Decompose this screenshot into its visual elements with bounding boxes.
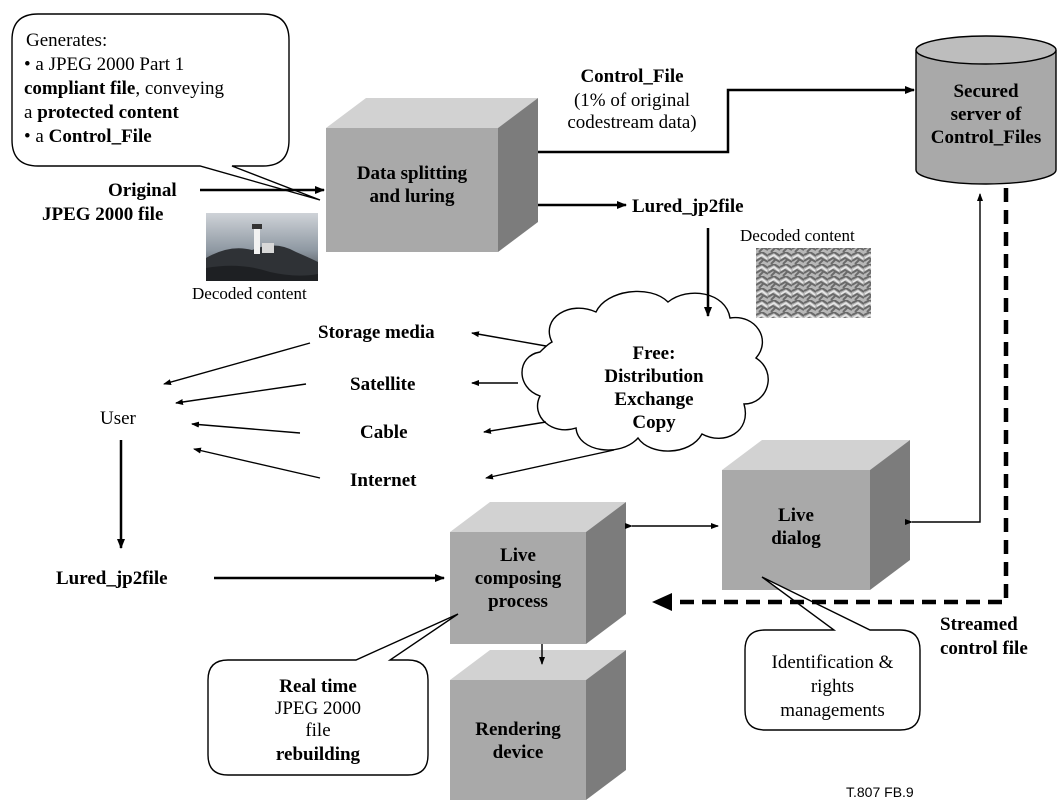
live-composing-box xyxy=(450,502,626,644)
streamed-label-2: control file xyxy=(940,638,1028,659)
streamed-label-1: Streamed xyxy=(940,614,1018,635)
rights-callout xyxy=(744,576,921,731)
rebuilding-callout xyxy=(207,613,459,776)
arrow-cloud-to-internet xyxy=(485,449,615,480)
streamed-control-dashed xyxy=(652,188,1009,611)
arrow-cloud-to-storage xyxy=(471,331,547,347)
control-file-note-1: (1% of original xyxy=(573,90,691,111)
rebuild-callout-text-3: file xyxy=(305,720,331,741)
distribution-cloud xyxy=(521,290,769,452)
lured-decoded-caption: Decoded content xyxy=(740,226,855,245)
flow-arrows xyxy=(117,86,1009,665)
arrow-control-file-to-server xyxy=(538,86,915,154)
arrow-storage-to-user xyxy=(163,342,311,385)
callout-line-control: • a Control_File xyxy=(24,126,152,147)
channel-cable: Cable xyxy=(360,422,408,443)
arrow-cable-to-user xyxy=(191,421,301,434)
data-splitting-box xyxy=(326,98,538,252)
rights-callout-text-1: Identification & xyxy=(771,652,894,673)
callout-line-part1: • a JPEG 2000 Part 1 xyxy=(24,54,185,75)
lured-decoded-image xyxy=(756,248,871,318)
channel-internet: Internet xyxy=(350,470,417,491)
original-decoded-caption: Decoded content xyxy=(192,284,307,303)
lured-jp2file-bottom: Lured_jp2file xyxy=(56,568,168,589)
lured-jp2file-top: Lured_jp2file xyxy=(632,196,744,217)
channel-satellite: Satellite xyxy=(350,374,416,395)
rebuild-callout-text-4: rebuilding xyxy=(275,744,361,765)
rebuild-callout-text-1: Real time xyxy=(279,676,357,697)
secured-server-cylinder xyxy=(915,35,1057,185)
original-decoded-image xyxy=(206,213,318,281)
rights-callout-text-2: rights xyxy=(810,676,855,697)
arrow-internet-to-user xyxy=(193,447,321,479)
callout-heading: Generates: xyxy=(26,30,108,51)
rebuild-callout-text-2: JPEG 2000 xyxy=(274,698,362,719)
arrow-dialog-server xyxy=(905,193,983,525)
callout-line-compliant: compliant file, conveying xyxy=(24,78,225,99)
callout-line-protected: a protected content xyxy=(24,102,179,123)
rendering-device-box xyxy=(450,650,626,800)
arrow-satellite-to-user xyxy=(175,383,307,405)
user-label: User xyxy=(100,408,136,429)
rights-callout-text-3: managements xyxy=(780,700,885,721)
original-label-1: Original xyxy=(108,180,177,201)
figure-id: T.807 FB.9 xyxy=(846,784,914,800)
arrow-cloud-to-cable xyxy=(483,421,547,434)
control-file-label: Control_File xyxy=(580,66,684,87)
channel-storage-media: Storage media xyxy=(318,322,435,343)
generates-callout xyxy=(11,13,321,201)
live-dialog-box xyxy=(722,440,910,590)
control-file-note-2: codestream data) xyxy=(567,112,697,133)
original-label-2: JPEG 2000 file xyxy=(42,204,164,225)
